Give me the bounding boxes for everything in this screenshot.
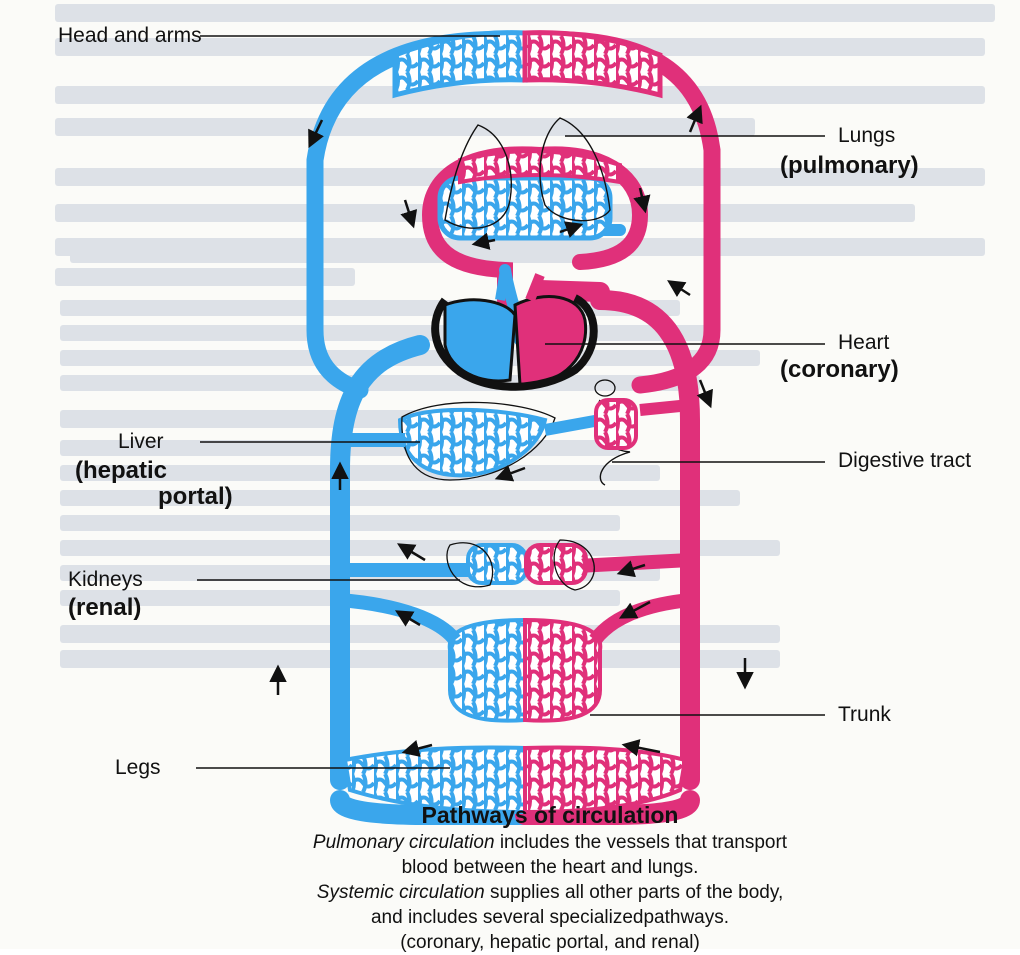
head-capillary-bed <box>395 33 660 95</box>
caption-line-1-rest: includes the vessels that transport <box>495 832 788 853</box>
label-heart: Heart <box>838 331 889 355</box>
caption-line-4: and includes several specializedpathways… <box>110 905 990 930</box>
caption-line-2: blood between the heart and lungs. <box>110 855 990 880</box>
caption-line-3: Systemic circulation supplies all other … <box>110 880 990 905</box>
figure-caption: Pathways of circulation Pulmonary circul… <box>110 800 990 955</box>
label-head-arms: Head and arms <box>58 24 208 48</box>
label-lungs: Lungs <box>838 124 895 148</box>
label-kidneys: Kidneys <box>68 568 143 592</box>
label-liver-sub-2: portal) <box>158 483 233 511</box>
label-trunk: Trunk <box>838 703 891 727</box>
caption-line-5: (coronary, hepatic portal, and renal) <box>110 930 990 955</box>
caption-term-pulmonary: Pulmonary circulation <box>313 832 495 853</box>
label-digestive: Digestive tract <box>838 449 988 473</box>
trunk-capillary-bed <box>340 600 690 721</box>
caption-term-systemic: Systemic circulation <box>317 882 485 903</box>
caption-title: Pathways of circulation <box>110 800 990 830</box>
caption-line-3-rest: supplies all other parts of the body, <box>485 882 784 903</box>
label-heart-sub: (coronary) <box>780 356 899 384</box>
label-legs: Legs <box>115 756 161 780</box>
lung-capillary-bed <box>440 151 620 238</box>
label-liver-sub-1: (hepatic <box>75 457 167 485</box>
digestive-tract <box>595 380 690 485</box>
label-lungs-sub: (pulmonary) <box>780 152 919 180</box>
label-liver: Liver <box>118 430 164 454</box>
label-kidneys-sub: (renal) <box>68 594 141 622</box>
caption-line-1: Pulmonary circulation includes the vesse… <box>110 830 990 855</box>
kidneys <box>340 540 690 590</box>
